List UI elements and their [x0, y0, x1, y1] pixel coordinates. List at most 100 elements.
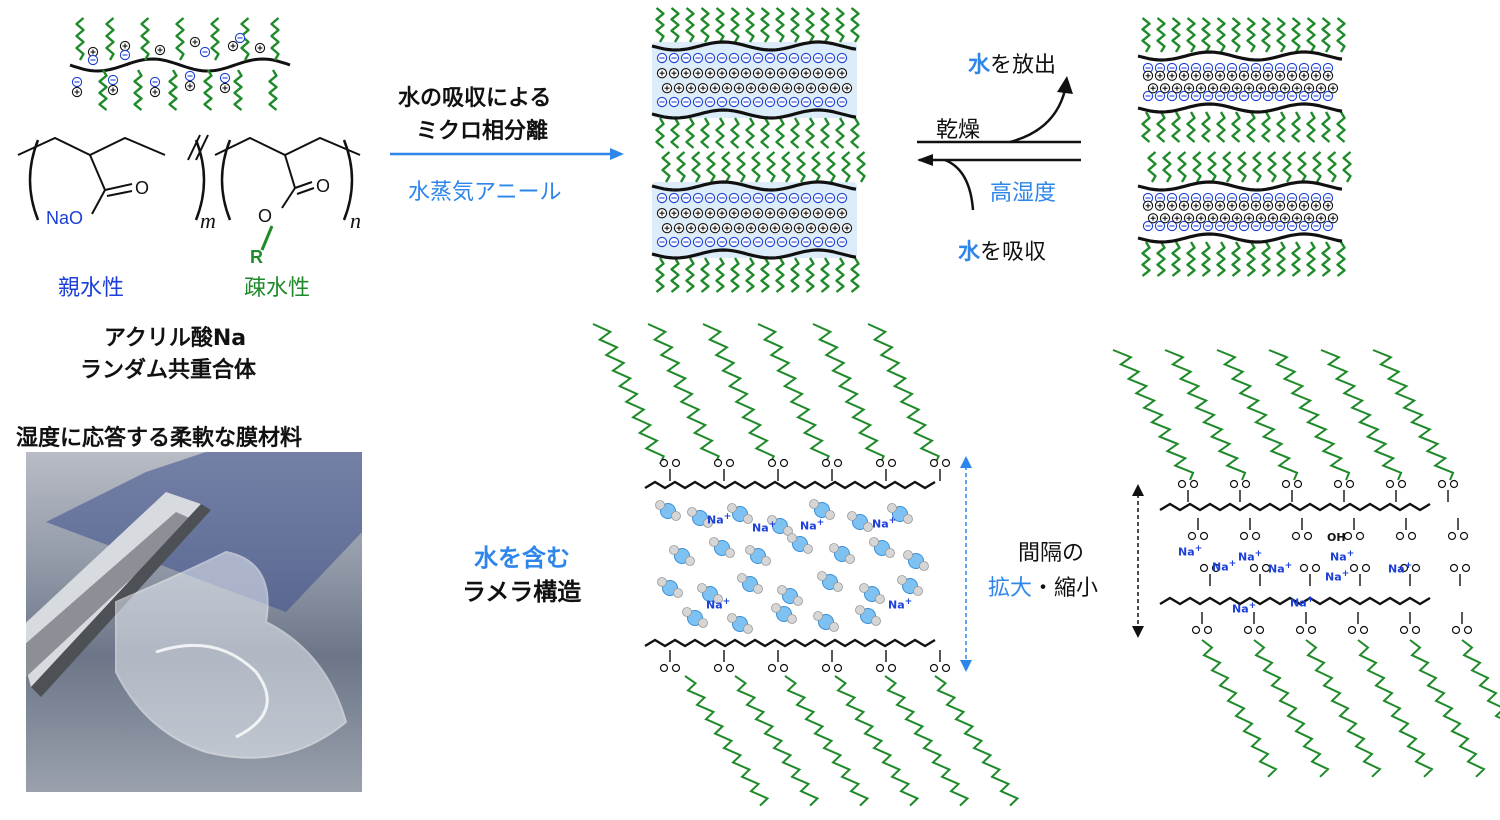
ion-symbol [154, 44, 166, 56]
ion-symbol [788, 192, 800, 204]
hydrophobic-side-chain [730, 7, 740, 43]
hydrophobic-side-chain [75, 17, 85, 61]
ion-symbol [709, 223, 721, 234]
ion-symbol [1219, 213, 1231, 224]
hydrophobic-side-chain [1201, 639, 1278, 778]
molecular-lamella-dry [1112, 349, 1500, 778]
ion-symbol [199, 46, 211, 58]
hydrophobic-side-chain [734, 675, 820, 807]
ion-symbol [656, 192, 668, 204]
ion-symbol [776, 52, 788, 64]
ion-symbol [764, 208, 776, 219]
ion-symbol [189, 36, 201, 48]
release-water-rest: を放出 [990, 53, 1057, 78]
carboxylate-group [875, 458, 897, 481]
hydrophobic-side-chain [751, 151, 761, 183]
ion-symbol [1202, 90, 1214, 102]
ion-symbol [1166, 220, 1178, 232]
ion-symbol [692, 236, 704, 248]
ion-symbol [841, 83, 853, 94]
ion-symbol [728, 68, 740, 79]
hydrophobic-side-chain [1267, 151, 1277, 183]
carboxylate-group [929, 458, 951, 481]
ion-symbol [219, 82, 231, 94]
carbonyl-o-left: O [135, 178, 150, 198]
hydrophobic-side-chain [790, 117, 800, 149]
polymer-backbone [1137, 232, 1343, 244]
ion-symbol [1214, 220, 1226, 232]
ion-symbol [254, 42, 266, 54]
ion-symbol [836, 192, 848, 204]
ion-symbol [716, 208, 728, 219]
ion-symbol [1226, 220, 1238, 232]
ion-symbol [1142, 220, 1154, 232]
polymer-backbone [644, 638, 936, 648]
hydrophobic-side-chain [715, 257, 725, 293]
ion-symbol [1238, 200, 1250, 211]
ion-symbol [1286, 200, 1298, 211]
hydrophobic-side-chain [1222, 151, 1232, 183]
ion-symbol [752, 52, 764, 64]
ester-o-label: O [258, 206, 273, 226]
ion-symbol [836, 208, 848, 219]
ion-symbol [721, 223, 733, 234]
ion-symbol [752, 208, 764, 219]
hydrophobic-side-chain [1156, 17, 1166, 53]
hydrophobic-side-chain [592, 323, 666, 465]
hydrophobic-side-chain [1297, 151, 1307, 183]
hydrophobic-side-chain [1461, 639, 1500, 720]
hydrophobic-side-chain [834, 675, 920, 807]
ion-symbol [805, 83, 817, 94]
hydrophobic-side-chain [203, 69, 213, 111]
hydrophobic-side-chain [655, 117, 665, 149]
hydroxyl-label: OH [1327, 531, 1346, 544]
ion-symbol [764, 236, 776, 248]
hydrophobic-side-chain [685, 7, 695, 43]
ion-symbol [1274, 220, 1286, 232]
ion-symbol [829, 83, 841, 94]
ion-symbol [71, 76, 83, 88]
hydrophobic-side-chain [1141, 241, 1151, 277]
ion-symbol [1298, 62, 1310, 74]
carboxylate-group [1229, 479, 1251, 502]
water-molecule [697, 583, 723, 604]
hydrophobic-side-chain [1156, 111, 1166, 143]
hydrophobic-side-chain [700, 257, 710, 293]
carboxylate-group [1451, 612, 1473, 635]
carboxylate-group [875, 650, 897, 673]
na-ion-label: Na+ [1290, 594, 1315, 610]
ion-symbol [1291, 83, 1303, 94]
hydrophobic-side-chain [1321, 111, 1331, 143]
polymer-backbone [1159, 596, 1431, 606]
ion-symbol [704, 208, 716, 219]
ion-symbol [788, 52, 800, 64]
hydrophobic-side-chain [1306, 241, 1316, 277]
na-ion-label: Na+ [752, 519, 777, 535]
hydrophobic-side-chain [1305, 639, 1382, 778]
ion-symbol [1238, 70, 1250, 81]
ion-symbol [1243, 83, 1255, 94]
ion-symbol [812, 208, 824, 219]
hydrophobic-side-chain [835, 117, 845, 149]
ion-symbol [1154, 220, 1166, 232]
carboxylate-group [1385, 479, 1407, 502]
ion-symbol [1195, 213, 1207, 224]
lamella-swollen-schematic [651, 7, 866, 293]
ion-symbol [1250, 62, 1262, 74]
ion-symbol [668, 68, 680, 79]
ion-symbol [1171, 213, 1183, 224]
absorb-water-text: 水を吸収 [958, 234, 1046, 266]
ion-symbol [71, 86, 83, 98]
polymer-backbone [1137, 50, 1343, 62]
ion-symbol [87, 54, 99, 66]
ion-symbol [740, 52, 752, 64]
ion-symbol [1142, 70, 1154, 81]
water-rich-domain [652, 42, 857, 118]
hydrophobic-side-chain [760, 117, 770, 149]
ion-symbol [697, 223, 709, 234]
ion-symbol [769, 223, 781, 234]
hydrophobic-side-chain [790, 257, 800, 293]
hydrophobic-side-chain [790, 7, 800, 43]
ion-symbol [836, 236, 848, 248]
polymer-backbone [651, 40, 857, 52]
